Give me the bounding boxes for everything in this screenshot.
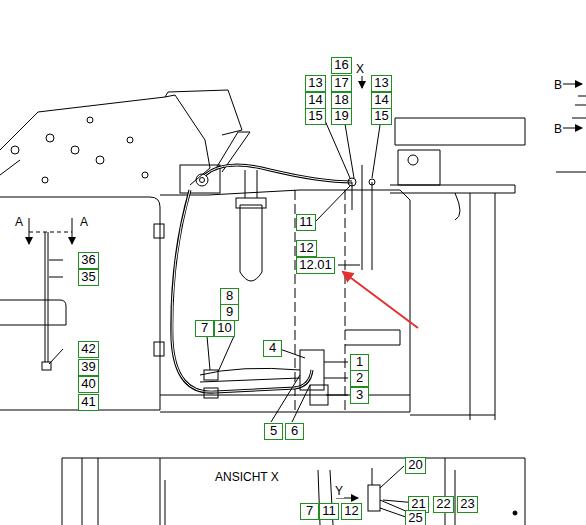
callout-number: 1: [356, 354, 363, 369]
callout-box: 15: [305, 108, 326, 125]
callout-number: 15: [374, 108, 388, 123]
callout-number: 12: [299, 240, 313, 255]
callout-number: 11: [299, 214, 313, 229]
callout-box: 7: [195, 320, 214, 337]
callout-box: 22: [433, 496, 454, 513]
callout-number: 14: [308, 92, 322, 107]
callout-box: 36: [78, 252, 99, 269]
callout-number: 9: [226, 304, 233, 319]
callout-number: 8: [226, 288, 233, 303]
callout-box: 9: [220, 304, 239, 321]
section-letter: X: [355, 62, 365, 76]
callout-number: 19: [334, 108, 348, 123]
callout-box: 39: [78, 359, 99, 376]
callout-box: 14: [371, 92, 392, 109]
callout-number: 15: [308, 108, 322, 123]
callout-box: 23: [457, 496, 478, 513]
callout-box: 20: [405, 457, 426, 474]
callout-box: 14: [305, 92, 326, 109]
section-letter: Y: [334, 484, 344, 498]
callout-number: 17: [334, 75, 348, 90]
callout-box: 41: [78, 394, 99, 411]
callout-box: 35: [78, 269, 99, 286]
section-letter: A: [79, 215, 89, 229]
callout-number: 40: [81, 376, 95, 391]
callout-box: 4: [263, 340, 282, 357]
callout-number: 7: [201, 320, 208, 335]
callout-number: 6: [291, 423, 298, 438]
callout-number: 42: [81, 341, 95, 356]
callout-box: 12: [341, 503, 362, 520]
callout-number: 7: [306, 503, 313, 518]
section-letter: B: [553, 122, 563, 136]
callout-box: 3: [350, 387, 369, 404]
callout-number: 2: [356, 370, 363, 385]
callout-number: 35: [81, 269, 95, 284]
view-label: ANSICHT X: [214, 470, 280, 484]
callout-box: 7: [300, 503, 319, 520]
callout-number: 39: [81, 359, 95, 374]
callout-box: 25: [405, 510, 426, 525]
callout-number: 16: [334, 57, 348, 72]
callout-box: 12: [296, 240, 317, 257]
callout-box: 6: [285, 423, 304, 440]
callout-number: 13: [374, 75, 388, 90]
callout-box: 19: [331, 108, 352, 125]
callout-box: 1: [350, 354, 369, 371]
section-letter: A: [14, 215, 24, 229]
callout-box: 8: [220, 288, 239, 305]
callout-number: 5: [270, 423, 277, 438]
callout-number: 21: [411, 496, 425, 511]
callout-number: 13: [308, 75, 322, 90]
callout-number: 41: [81, 394, 95, 409]
callout-number: 11: [322, 503, 336, 518]
callout-number: 12.01: [299, 257, 332, 272]
callout-number: 3: [356, 387, 363, 402]
callout-number: 25: [408, 510, 422, 525]
callout-box: 15: [371, 108, 392, 125]
callout-box: 11: [296, 214, 316, 231]
callout-box: 40: [78, 376, 99, 393]
callout-box: 13: [305, 75, 326, 92]
section-letter: B: [553, 78, 563, 92]
callout-box: 18: [331, 92, 352, 109]
callout-number: 36: [81, 252, 95, 267]
callout-number: 23: [460, 496, 474, 511]
callout-box: 42: [78, 341, 99, 358]
callout-number: 14: [374, 92, 388, 107]
callout-box: 11: [319, 503, 339, 520]
callout-number: 22: [436, 496, 450, 511]
callout-number: 12: [344, 503, 358, 518]
callout-box: 13: [371, 75, 392, 92]
callout-number: 4: [269, 340, 276, 355]
callout-box: 2: [350, 370, 369, 387]
callout-number: 10: [217, 320, 231, 335]
callout-number: 18: [334, 92, 348, 107]
callout-box: 17: [331, 75, 352, 92]
callout-box: 5: [264, 423, 283, 440]
callout-box: 16: [331, 57, 352, 74]
callout-number: 20: [408, 457, 422, 472]
callout-box: 10: [214, 320, 235, 337]
callout-box: 12.01: [296, 257, 335, 274]
